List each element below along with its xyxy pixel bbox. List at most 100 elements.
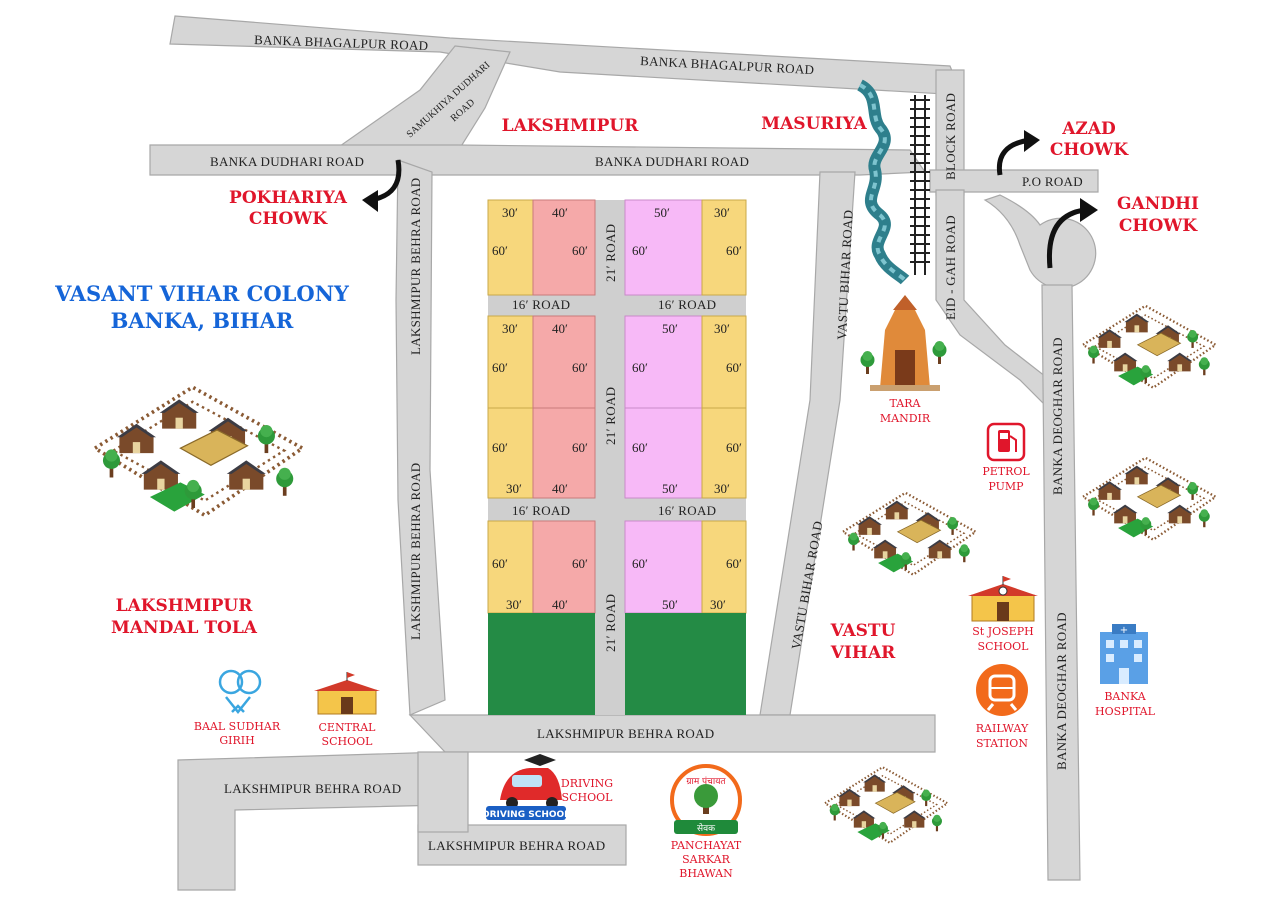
road-label: 21′ ROAD — [603, 594, 618, 652]
road-label: VASTU BIHAR ROAD — [834, 209, 856, 340]
landmark-label: PANCHAYAT — [671, 839, 742, 852]
landmark-label: BAAL SUDHAR — [194, 720, 281, 733]
landmark-banka-hospital[interactable]: + BANKA HOSPITAL — [1095, 624, 1156, 718]
plot-yellow-b3[interactable] — [487, 407, 534, 499]
road-label: EID - GAH ROAD — [943, 215, 958, 320]
place-mandal-tola: LAKSHMIPUR — [116, 596, 254, 616]
plot-pink-b4[interactable] — [624, 520, 703, 614]
train-icon — [976, 664, 1028, 716]
arrow-up-right-icon — [1046, 207, 1086, 269]
hospital-icon: + — [1100, 624, 1148, 684]
dim: 50′ — [662, 597, 678, 612]
road-label: BANKA DUDHARI ROAD — [210, 154, 364, 169]
village-icon — [825, 767, 947, 843]
place-labels: VASANT VIHAR COLONY BANKA, BIHAR LAKSHMI… — [54, 114, 1199, 663]
plot-yellow2-b1[interactable] — [701, 199, 747, 296]
plot-red-b3[interactable] — [532, 407, 596, 499]
landmark-label: PETROL — [982, 465, 1030, 478]
dim: 40′ — [552, 597, 568, 612]
landmark-label: HOSPITAL — [1095, 705, 1156, 718]
road-label: BANKA DEOGHAR ROAD — [1054, 612, 1069, 770]
plot-red-b1[interactable] — [532, 199, 596, 296]
park-right — [625, 613, 746, 715]
landmark-central-school[interactable]: CENTRAL SCHOOL — [314, 672, 380, 748]
road-label: BANKA DEOGHAR ROAD — [1050, 337, 1065, 495]
landmark-label: CENTRAL — [319, 721, 377, 734]
road-label: BANKA DUDHARI ROAD — [595, 154, 749, 169]
landmark-label: SARKAR — [682, 853, 730, 866]
landmark-baal-sudhar-girih[interactable]: BAAL SUDHAR GIRIH — [194, 669, 281, 747]
driving-school-badge: DRIVING SCHOOL — [482, 810, 570, 820]
arrow-up-right-head-icon — [1080, 198, 1098, 222]
banka-deoghar-road — [1041, 284, 1081, 881]
road-label: LAKSHMIPUR BEHRA ROAD — [408, 178, 423, 356]
road-label: LAKSHMIPUR BEHRA ROAD — [537, 726, 715, 741]
landmark-label: SCHOOL — [562, 791, 614, 804]
landmark-label: DRIVING — [561, 777, 613, 790]
lakshmipur-behra-road-h1 — [408, 714, 936, 753]
dim: 50′ — [662, 321, 678, 336]
landmark-label: PUMP — [988, 480, 1024, 493]
plot-yellow2-b4[interactable] — [701, 520, 747, 614]
landmark-petrol-pump[interactable]: PETROL PUMP — [982, 422, 1030, 493]
dim: 60′ — [572, 440, 588, 455]
landmark-label: SCHOOL — [978, 640, 1030, 653]
road-label: 21′ ROAD — [603, 224, 618, 282]
landmark-railway-station[interactable]: RAILWAY STATION — [976, 664, 1029, 750]
river — [856, 79, 910, 285]
dim: 30′ — [714, 321, 730, 336]
place-lakshmipur: LAKSHMIPUR — [502, 116, 640, 136]
dim: 60′ — [632, 440, 648, 455]
school-icon — [968, 576, 1038, 622]
road-label: P.O ROAD — [1022, 174, 1083, 189]
dim: 50′ — [654, 205, 670, 220]
place-azad: CHOWK — [1050, 140, 1129, 160]
road-label: 16′ ROAD — [658, 503, 716, 518]
lakshmipur-behra-road-h2 — [177, 751, 446, 891]
landmark-driving-school[interactable]: DRIVING SCHOOL DRIVING SCHOOL — [482, 754, 613, 820]
place-pokhariya: POKHARIYA — [229, 188, 348, 208]
landmark-label: STATION — [976, 737, 1028, 750]
plot-pink-b1[interactable] — [624, 199, 703, 296]
dim: 60′ — [572, 360, 588, 375]
arrow-icons — [362, 130, 1098, 269]
plot-yellow2-b3[interactable] — [701, 407, 747, 499]
village-icon — [95, 387, 302, 515]
landmark-tara-mandir[interactable]: TARA MANDIR — [860, 295, 947, 425]
plot-yellow2-b2[interactable] — [701, 315, 747, 409]
dim: 30′ — [506, 597, 522, 612]
dim: 30′ — [502, 321, 518, 336]
dim: 60′ — [726, 360, 742, 375]
plot-yellow-b4[interactable] — [487, 520, 534, 614]
dim: 60′ — [632, 556, 648, 571]
school-icon — [314, 672, 380, 715]
landmark-st-joseph-school[interactable]: St JOSEPH SCHOOL — [968, 576, 1038, 653]
place-vastu-vihar: VASTU — [830, 621, 896, 641]
title-line1: VASANT VIHAR COLONY — [54, 281, 350, 306]
dim: 30′ — [502, 205, 518, 220]
dim: 60′ — [726, 556, 742, 571]
dim: 60′ — [726, 243, 742, 258]
landmark-label: BHAWAN — [679, 867, 733, 880]
banka-bhagalpur-road — [169, 15, 963, 96]
plot-pink-b2[interactable] — [624, 315, 703, 409]
landmark-label: TARA — [890, 397, 922, 410]
village-icon — [1083, 458, 1216, 540]
landmark-panchayat-sarkar-bhawan[interactable]: ग्राम पंचायत सेवक PANCHAYAT SARKAR BHAWA… — [670, 764, 742, 880]
road-label: 16′ ROAD — [512, 503, 570, 518]
panchayat-tree-icon: ग्राम पंचायत सेवक — [670, 764, 742, 836]
road-label: BLOCK ROAD — [943, 93, 958, 180]
plot-pink-b3[interactable] — [624, 407, 703, 499]
dim: 50′ — [662, 481, 678, 496]
dim: 60′ — [492, 556, 508, 571]
dim: 60′ — [632, 360, 648, 375]
dim: 60′ — [632, 243, 648, 258]
plot-red-b2[interactable] — [532, 315, 596, 409]
village-icon — [843, 493, 976, 575]
dim: 60′ — [492, 243, 508, 258]
arrow-up-right-head-icon — [1024, 130, 1040, 152]
landmark-label: GIRIH — [219, 734, 254, 747]
place-masuriya: MASURIYA — [761, 114, 867, 134]
plot-yellow-b1[interactable] — [487, 199, 534, 296]
